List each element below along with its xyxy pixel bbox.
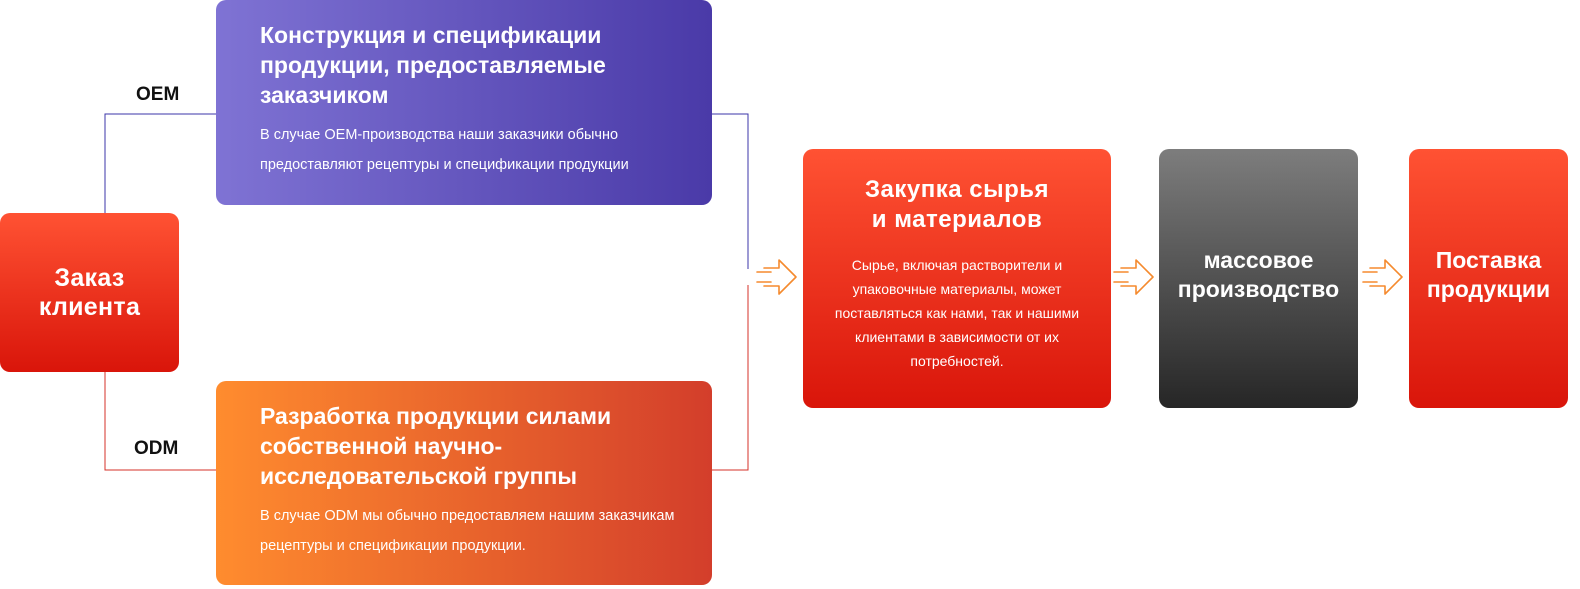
- purchase-box: Закупка сырья и материалов Сырье, включа…: [803, 149, 1111, 408]
- odm-box: Разработка продукции силами собственной …: [216, 381, 712, 585]
- purchase-description: Сырье, включая растворители и упаковочны…: [834, 257, 1080, 369]
- odm-title: Разработка продукции силами собственной …: [260, 403, 612, 489]
- odm-to-merge-connector: [712, 285, 749, 471]
- oem-to-merge-connector: [712, 113, 749, 269]
- mass-production-box: массовое производство: [1159, 149, 1358, 408]
- customer-order-label: Заказ клиента: [38, 263, 141, 321]
- purchase-title: Закупка сырья и материалов: [864, 176, 1050, 233]
- arrow-icon: [1362, 259, 1403, 295]
- delivery-label: Поставка продукции: [1426, 246, 1551, 302]
- mass-production-label: массовое производство: [1177, 246, 1340, 302]
- oem-box: Конструкция и спецификации продукции, пр…: [216, 0, 712, 205]
- arrow-icon: [756, 259, 797, 295]
- delivery-box: Поставка продукции: [1409, 149, 1568, 408]
- customer-order-box: Заказ клиента: [0, 213, 179, 372]
- oem-connector: [104, 113, 216, 213]
- odm-connector: [104, 372, 216, 471]
- oem-title: Конструкция и спецификации продукции, пр…: [260, 22, 606, 108]
- arrow-icon: [1113, 259, 1154, 295]
- oem-description: В случае OEM-производства наши заказчики…: [260, 127, 629, 173]
- oem-label: OEM: [136, 84, 180, 105]
- odm-description: В случае ODM мы обычно предоставляем наш…: [260, 508, 675, 554]
- odm-label: ODM: [134, 438, 179, 459]
